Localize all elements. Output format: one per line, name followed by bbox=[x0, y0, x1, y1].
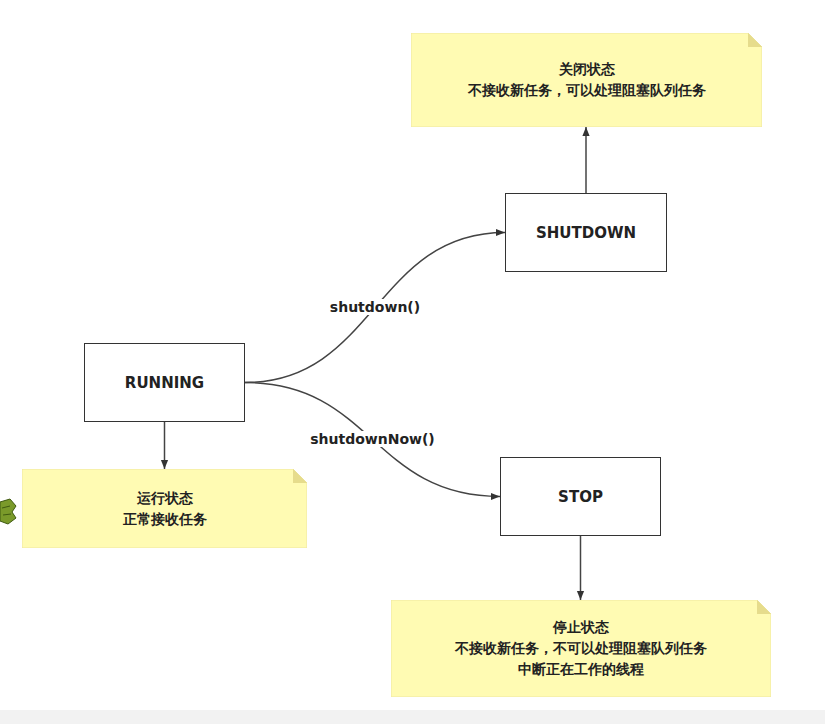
node-title: RUNNING bbox=[125, 374, 204, 392]
node-title: 运行状态 bbox=[137, 488, 193, 509]
node-title: STOP bbox=[558, 488, 603, 506]
transition-arrow bbox=[245, 233, 505, 383]
state-box: RUNNING bbox=[84, 343, 245, 422]
state-box: STOP bbox=[500, 457, 661, 536]
transition-arrow bbox=[164, 422, 166, 469]
transition-label: shutdownNow() bbox=[307, 431, 438, 447]
note-shape bbox=[411, 33, 762, 127]
node-body: 正常接收任务 bbox=[123, 509, 207, 530]
node-title: 停止状态 bbox=[553, 617, 609, 638]
note-box: 停止状态不接收新任务，不可以处理阻塞队列任务 中断正在工作的线程 bbox=[391, 600, 771, 697]
node-title: 关闭状态 bbox=[559, 59, 615, 80]
cursor-icon bbox=[0, 499, 16, 524]
transition-label: shutdown() bbox=[327, 299, 423, 315]
note-box: 关闭状态不接收新任务，可以处理阻塞队列任务 bbox=[411, 33, 762, 127]
node-title: SHUTDOWN bbox=[536, 224, 636, 242]
state-box: SHUTDOWN bbox=[505, 193, 667, 272]
note-shape bbox=[22, 469, 307, 548]
note-box: 运行状态正常接收任务 bbox=[22, 469, 307, 548]
node-body: 不接收新任务，不可以处理阻塞队列任务 中断正在工作的线程 bbox=[411, 638, 751, 680]
bottom-bar bbox=[0, 710, 825, 724]
node-body: 不接收新任务，可以处理阻塞队列任务 bbox=[468, 80, 706, 101]
transition-arrow bbox=[580, 536, 582, 600]
transition-arrow bbox=[585, 127, 587, 193]
